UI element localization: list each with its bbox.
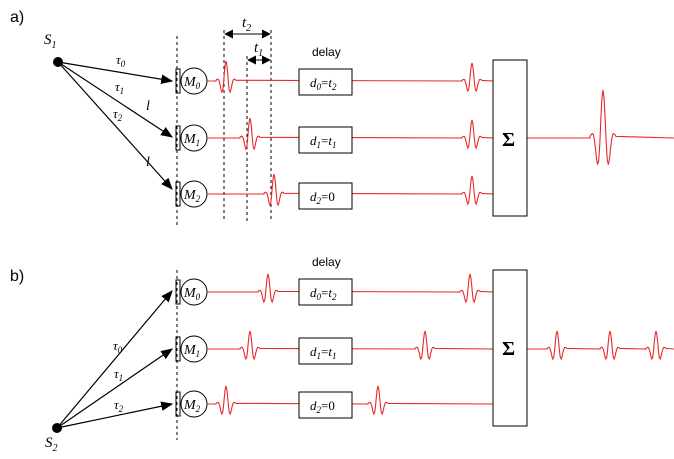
signal-lines-a [207, 60, 674, 207]
delay-box-d2-b: d2=0 [298, 391, 353, 419]
svg-text:d2=0: d2=0 [310, 398, 335, 415]
mic-m1-b: M1 [175, 335, 208, 363]
t1-label: t1 [254, 40, 263, 59]
tau0-label-b: τ0 [113, 338, 123, 355]
svg-text:d2=0: d2=0 [310, 189, 335, 206]
panel-b-label: b) [10, 268, 24, 285]
source-s1-label: S1 [44, 32, 57, 51]
signal-a-row2 [207, 173, 494, 207]
svg-text:d0=t2: d0=t2 [310, 75, 337, 92]
sum-box-b: Σ [492, 269, 528, 427]
delay-box-d0-b: d0=t2 [298, 278, 353, 306]
path-tau0-arrow [57, 61, 174, 84]
tau1-label-b: τ1 [114, 366, 123, 383]
mic-m1: M1 [175, 124, 208, 152]
spacing-label-2: l [146, 155, 150, 170]
delay-title-a: delay [312, 45, 341, 59]
delay-box-d0-a: d0=t2 [298, 68, 353, 96]
signal-b-row0 [207, 273, 494, 304]
svg-text:d1=t1: d1=t1 [310, 344, 336, 361]
sum-symbol-b: Σ [502, 338, 515, 360]
spacing-label-1: l [146, 99, 150, 114]
svg-text:M2: M2 [183, 188, 201, 204]
sum-symbol-a: Σ [502, 129, 515, 151]
delay-box-d1-a: d1=t1 [298, 126, 353, 154]
mic-m0-b: M0 [175, 278, 208, 306]
sum-box-a: Σ [492, 59, 528, 217]
mic-m0: M0 [175, 67, 208, 95]
path-b-tau0-arrow [56, 290, 173, 429]
t2-label: t2 [242, 15, 251, 34]
mic-m2: M2 [175, 180, 208, 208]
delay-box-d2-a: d2=0 [298, 182, 353, 210]
svg-text:M2: M2 [183, 398, 201, 414]
delay-box-d1-b: d1=t1 [298, 337, 353, 365]
svg-text:d0=t2: d0=t2 [310, 285, 337, 302]
delay-title-b: delay [312, 255, 341, 269]
panel-a-label: a) [10, 9, 24, 26]
path-b-tau2-arrow [56, 401, 174, 429]
tau2-label-b: τ2 [114, 397, 124, 414]
tau2-label: τ2 [113, 106, 123, 123]
signal-a-output [527, 89, 674, 165]
mic-m2-b: M2 [175, 390, 208, 418]
path-tau1-arrow [57, 61, 174, 138]
source-s2-label: S2 [45, 435, 58, 454]
svg-text:d1=t1: d1=t1 [310, 133, 336, 150]
path-b-tau1-arrow [56, 348, 173, 429]
svg-text:M1: M1 [183, 132, 200, 148]
tau0-label: τ0 [116, 52, 126, 69]
signal-lines-b [207, 273, 674, 416]
signal-b-output [527, 330, 674, 361]
svg-text:M1: M1 [183, 343, 200, 359]
path-tau2-arrow [57, 61, 173, 190]
svg-text:M0: M0 [183, 286, 201, 302]
svg-text:M0: M0 [183, 75, 201, 91]
signal-a-row1 [207, 117, 494, 151]
tau1-label: τ1 [115, 79, 124, 96]
panel-b: b) S2 τ0 τ1 τ2 M0 M1 M2 [10, 255, 674, 454]
panel-a: a) S1 τ0 τ1 τ2 l l M0 M1 M2 [10, 9, 674, 225]
